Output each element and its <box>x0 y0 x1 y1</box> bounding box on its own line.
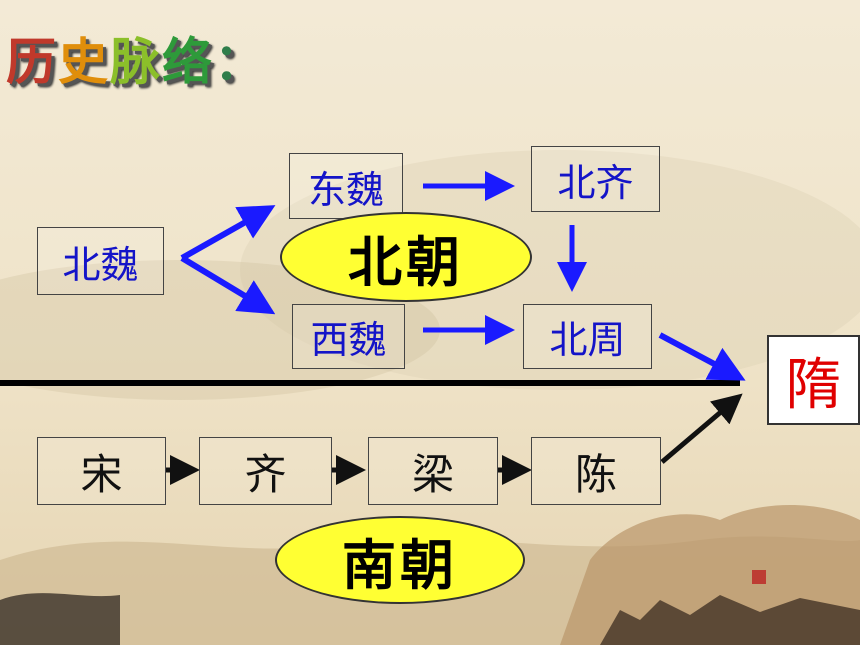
box-label: 北周 <box>549 318 626 362</box>
title-char: 络 <box>162 32 214 91</box>
label-nan-chao: 南朝 <box>275 516 525 604</box>
title-char: 脉 <box>110 32 162 91</box>
box-bei-wei: 北魏 <box>37 227 164 295</box>
box-label: 北魏 <box>62 242 139 287</box>
box-label: 梁 <box>411 449 454 499</box>
box-label: 隋 <box>785 352 842 418</box>
box-label: 齐 <box>244 449 287 499</box>
box-chen: 陈 <box>531 437 661 505</box>
box-sui: 隋 <box>767 335 860 425</box>
oval-text: 北朝 <box>348 229 464 294</box>
arrow-beiwei-xiwei <box>180 255 276 315</box>
box-dong-wei: 东魏 <box>289 153 403 219</box>
box-label: 宋 <box>80 449 123 499</box>
label-bei-chao: 北朝 <box>280 212 532 302</box>
box-bei-qi: 北齐 <box>531 146 660 212</box>
box-xi-wei: 西魏 <box>292 304 405 369</box>
title-char: 史 <box>58 32 110 91</box>
box-song: 宋 <box>37 437 166 505</box>
arrow-chen-sui <box>660 393 743 464</box>
box-label: 西魏 <box>310 318 387 362</box>
arrow-beizhou-sui <box>658 332 746 381</box>
box-label: 东魏 <box>307 167 384 212</box>
box-label: 北齐 <box>557 160 634 205</box>
arrow-beiwei-dongwei <box>180 205 276 261</box>
page-title: 历史脉络： <box>6 22 266 94</box>
title-char: 历 <box>6 32 58 91</box>
title-char: ： <box>214 32 266 91</box>
box-label: 陈 <box>574 449 617 499</box>
oval-text: 南朝 <box>342 532 458 597</box>
box-liang: 梁 <box>368 437 498 505</box>
box-qi: 齐 <box>199 437 332 505</box>
box-bei-zhou: 北周 <box>523 304 652 369</box>
